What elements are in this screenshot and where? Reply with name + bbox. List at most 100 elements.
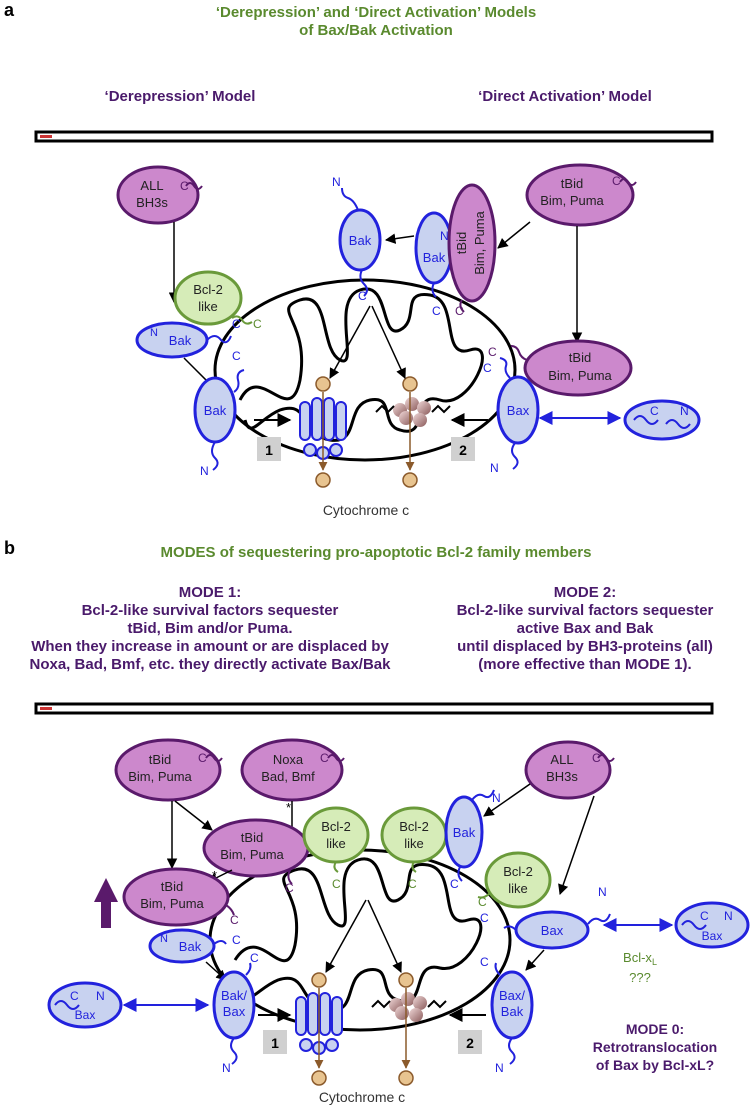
c-terminus-label: C: [320, 751, 329, 765]
panel-b-letter: b: [4, 538, 15, 558]
bak-bound-lower-b: Bak N C: [148, 928, 241, 964]
bax-label: Bax: [507, 403, 530, 418]
mode2-line: Bcl-2-like survival factors sequester: [456, 602, 714, 619]
bcl2-label-1: Bcl-2: [193, 282, 223, 297]
bak-label: Bak: [349, 233, 372, 248]
all-bh3-label-2: BH3s: [546, 769, 578, 784]
step-1-label: 1: [265, 442, 273, 458]
panel-a-title-line2: of Bax/Bak Activation: [299, 22, 453, 39]
bak-pore-a: [299, 397, 347, 460]
mode1-line: Noxa, Bad, Bmf, etc. they directly activ…: [29, 656, 391, 673]
all-bh3-label-1: ALL: [550, 752, 573, 767]
derepression-model-label: ‘Derepression’ Model: [104, 88, 256, 105]
membrane-bar-b: [34, 702, 714, 715]
all-bh3s-a: ALL BH3s C: [116, 165, 203, 225]
cytochrome-c-particle: [315, 472, 331, 488]
mode2-line: MODE 2:: [553, 584, 617, 601]
bim-puma-label: Bim, Puma: [128, 769, 192, 784]
star-marker: *: [212, 868, 217, 883]
tbid-label: tBid: [561, 176, 583, 191]
cytochrome-c-particle: [398, 972, 414, 988]
n-terminus-label: N: [332, 175, 341, 189]
bim-puma-label: Bim, Puma: [540, 193, 604, 208]
c-terminus-label: C: [232, 317, 241, 331]
cytochrome-c-particle: [311, 1070, 327, 1086]
c-terminus-label: C: [455, 304, 464, 318]
bak-label: Bak: [179, 939, 202, 954]
tbid-lower-a: tBid Bim, Puma C: [488, 339, 633, 397]
c-terminus-label: C: [650, 404, 659, 418]
c-terminus-label: C: [592, 751, 601, 765]
n-terminus-label: N: [96, 989, 105, 1003]
c-terminus-label: C: [408, 877, 417, 891]
bcl2-like-b2: Bcl-2 like C: [380, 806, 448, 891]
n-terminus-label: N: [495, 1061, 504, 1075]
c-terminus-label: C: [253, 317, 262, 331]
c-terminus-label: C: [700, 909, 709, 923]
bcl2-label-2: like: [326, 836, 346, 851]
bcl2-label-2: like: [508, 881, 528, 896]
cytochrome-c-label: Cytochrome c: [319, 1089, 405, 1105]
bax-bak-label-2: Bak: [501, 1004, 524, 1019]
mode1-line: When they increase in amount or are disp…: [31, 638, 389, 655]
c-terminus-label: C: [478, 895, 487, 909]
bcl2-label-2: like: [198, 299, 218, 314]
mode2-line: until displaced by BH3-proteins (all): [457, 638, 713, 655]
tbid-label: tBid: [149, 752, 171, 767]
bcl2-label-1: Bcl-2: [503, 864, 533, 879]
mode2-description: MODE 2: Bcl-2-like survival factors sequ…: [415, 584, 752, 674]
tbid-vertical-label: tBid: [454, 232, 469, 254]
bax-bak-label-1: Bax/: [499, 988, 525, 1003]
bax-active-a: Bax C N: [483, 357, 540, 475]
bax-membrane-b: Bax N C: [480, 885, 611, 950]
membrane-bar-a: [34, 130, 714, 143]
cytochrome-c-particle: [311, 972, 327, 988]
bim-puma-vertical-label: Bim, Puma: [472, 210, 487, 274]
step-1-badge: [257, 437, 281, 461]
bak-label: Bak: [423, 250, 446, 265]
all-bh3s-b: ALL BH3s C: [524, 740, 615, 800]
bim-puma-label: Bim, Puma: [548, 368, 612, 383]
mode1-line: tBid, Bim and/or Puma.: [127, 620, 293, 637]
bak-bound-b: Bak N C: [444, 789, 501, 891]
bcl2-like-a: Bcl-2 like C: [173, 270, 262, 331]
bak-bax-label-2: Bax: [223, 1004, 246, 1019]
step-1-badge: [263, 1030, 287, 1054]
cytochrome-c-label: Cytochrome c: [323, 502, 409, 518]
step-2-badge: [451, 437, 475, 461]
tbid-top-left-b: tBid Bim, Puma C: [114, 738, 223, 802]
c-terminus-label: C: [232, 933, 241, 947]
cytochrome-c-particle: [402, 376, 418, 392]
c-terminus-label: C: [232, 349, 241, 363]
mitochondrion-a: [213, 278, 517, 462]
n-terminus-label: N: [680, 404, 689, 418]
cytochrome-c-particle: [398, 1070, 414, 1086]
bax-label: Bax: [702, 929, 723, 943]
noxa-label: Noxa: [273, 752, 304, 767]
c-terminus-label: C: [198, 751, 207, 765]
bax-cytosolic-left-b: C N Bax: [47, 981, 123, 1029]
cytochrome-c-particle: [402, 472, 418, 488]
star-marker: *: [286, 800, 291, 815]
mode2-line: active Bax and Bak: [516, 620, 654, 637]
bax-cytosolic-right-b: C N Bax: [674, 901, 750, 949]
n-terminus-label: N: [160, 933, 168, 945]
c-terminus-label: C: [480, 955, 489, 969]
bim-puma-label: Bim, Puma: [220, 847, 284, 862]
bax-bak-right-b: Bax/ Bak C N: [480, 955, 534, 1075]
c-terminus-label: C: [483, 361, 492, 375]
n-terminus-label: N: [150, 327, 158, 339]
mode1-line: Bcl-2-like survival factors sequester: [81, 602, 339, 619]
c-terminus-label: C: [488, 345, 497, 359]
c-terminus-label: C: [612, 174, 621, 188]
bak-label: Bak: [169, 333, 192, 348]
bad-bmf-label: Bad, Bmf: [261, 769, 315, 784]
bak-tbid-complex-a: N Bak C tBid Bim, Puma C: [414, 183, 497, 318]
bcl-xl-label: Bcl-xL: [623, 950, 657, 967]
tbid-lower-left-b: tBid Bim, Puma C: [122, 867, 239, 927]
step-2-label: 2: [466, 1035, 474, 1051]
panel-a-letter: a: [4, 0, 15, 20]
bak-pore-b: [295, 992, 343, 1055]
n-terminus-label: N: [440, 229, 449, 243]
